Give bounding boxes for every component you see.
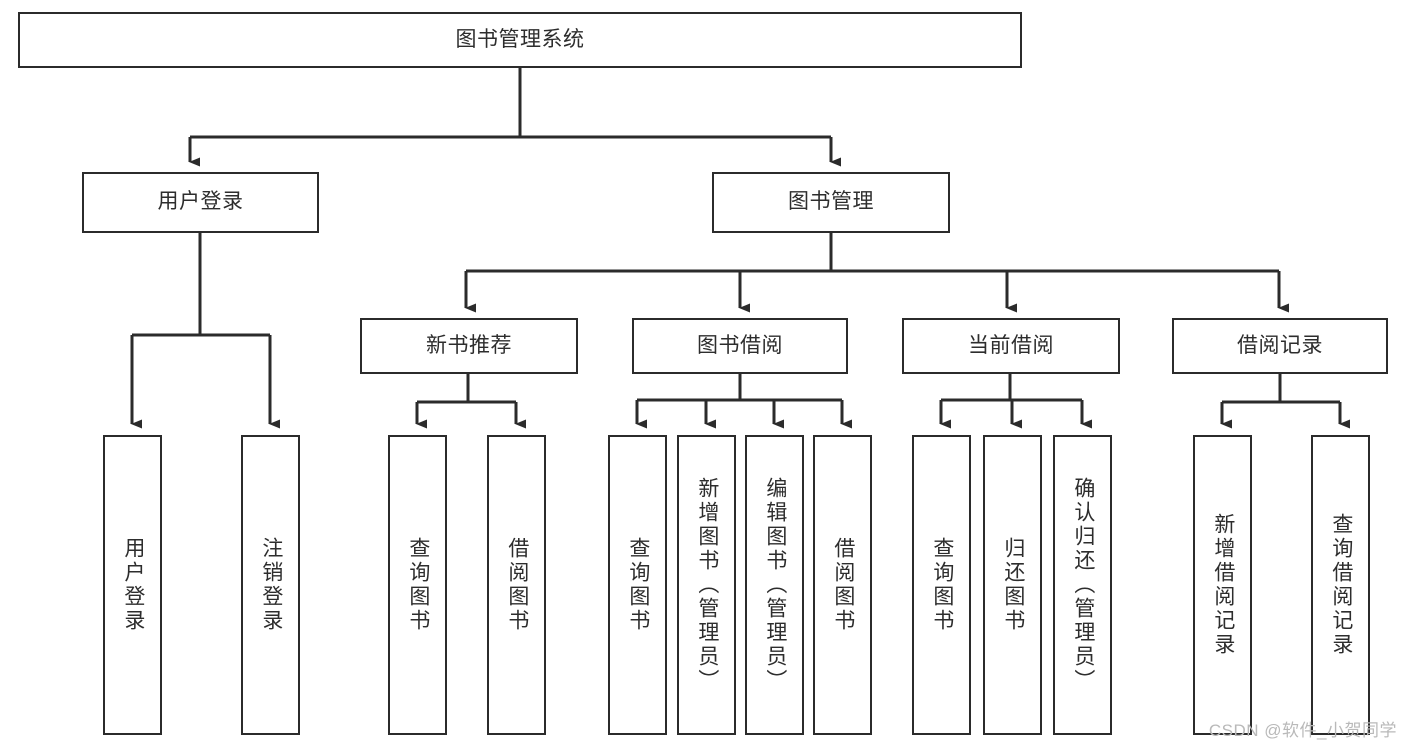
node-leaf-edit-book-label: 编辑图书（管理员） xyxy=(763,477,787,693)
node-leaf-confirm-return-label: 确认归还（管理员） xyxy=(1071,477,1095,693)
node-leaf-borrow-book-2-label: 借阅图书 xyxy=(831,537,855,633)
node-leaf-logout-login[interactable]: 注销登录 xyxy=(241,435,300,735)
node-leaf-borrow-book-2[interactable]: 借阅图书 xyxy=(813,435,872,735)
node-new-book-rec[interactable]: 新书推荐 xyxy=(360,318,578,374)
node-user-login-label: 用户登录 xyxy=(157,190,244,214)
node-leaf-query-record[interactable]: 查询借阅记录 xyxy=(1311,435,1370,735)
node-leaf-query-record-label: 查询借阅记录 xyxy=(1329,513,1353,657)
node-leaf-user-login-label: 用户登录 xyxy=(121,537,145,633)
node-leaf-query-book-3-label: 查询图书 xyxy=(930,537,954,633)
node-leaf-query-book-1-label: 查询图书 xyxy=(406,537,430,633)
node-book-borrow-label: 图书借阅 xyxy=(697,333,783,357)
node-book-borrow[interactable]: 图书借阅 xyxy=(632,318,848,374)
node-root-label: 图书管理系统 xyxy=(455,27,585,51)
node-leaf-user-login[interactable]: 用户登录 xyxy=(103,435,162,735)
node-user-login[interactable]: 用户登录 xyxy=(82,172,319,233)
node-leaf-confirm-return[interactable]: 确认归还（管理员） xyxy=(1053,435,1112,735)
node-leaf-logout-login-label: 注销登录 xyxy=(259,537,283,633)
watermark-text: CSDN @软件_小贺同学 xyxy=(1208,721,1397,740)
node-leaf-add-book-label: 新增图书（管理员） xyxy=(695,477,719,693)
node-leaf-query-book-3[interactable]: 查询图书 xyxy=(912,435,971,735)
node-new-book-rec-label: 新书推荐 xyxy=(426,333,512,357)
node-current-borrow-label: 当前借阅 xyxy=(968,333,1054,357)
node-book-manage-label: 图书管理 xyxy=(788,190,874,214)
node-leaf-add-book[interactable]: 新增图书（管理员） xyxy=(677,435,736,735)
node-root[interactable]: 图书管理系统 xyxy=(18,12,1022,68)
node-leaf-query-book-2-label: 查询图书 xyxy=(626,537,650,633)
node-leaf-borrow-book-1[interactable]: 借阅图书 xyxy=(487,435,546,735)
node-leaf-return-book-label: 归还图书 xyxy=(1001,537,1025,633)
node-leaf-add-record[interactable]: 新增借阅记录 xyxy=(1193,435,1252,735)
node-leaf-query-book-2[interactable]: 查询图书 xyxy=(608,435,667,735)
node-borrow-record-label: 借阅记录 xyxy=(1237,333,1323,357)
node-leaf-add-record-label: 新增借阅记录 xyxy=(1211,513,1235,657)
node-leaf-edit-book[interactable]: 编辑图书（管理员） xyxy=(745,435,804,735)
node-borrow-record[interactable]: 借阅记录 xyxy=(1172,318,1388,374)
node-book-manage[interactable]: 图书管理 xyxy=(712,172,950,233)
node-current-borrow[interactable]: 当前借阅 xyxy=(902,318,1120,374)
node-leaf-query-book-1[interactable]: 查询图书 xyxy=(388,435,447,735)
node-leaf-borrow-book-1-label: 借阅图书 xyxy=(505,537,529,633)
node-leaf-return-book[interactable]: 归还图书 xyxy=(983,435,1042,735)
